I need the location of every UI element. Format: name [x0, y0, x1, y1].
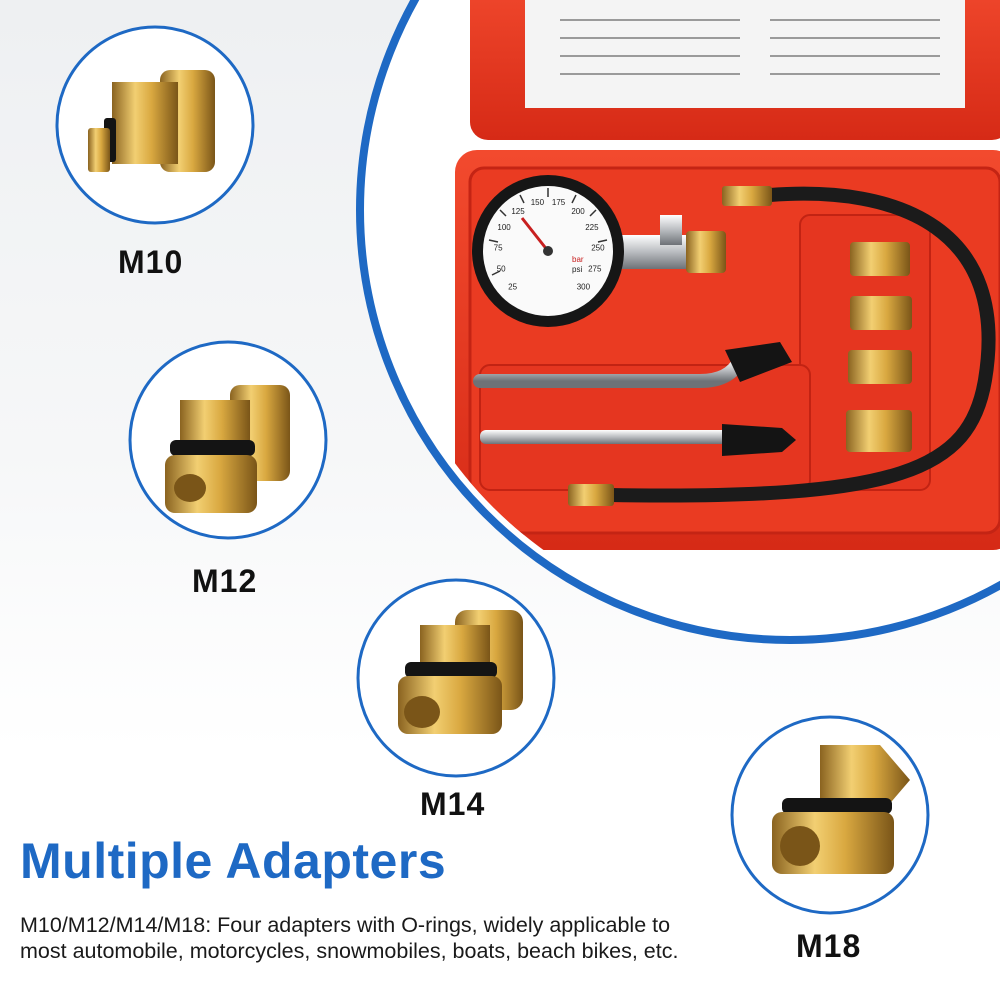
adapter-m14-label: M14 [420, 786, 486, 822]
gauge-tick-label: 250 [591, 243, 605, 252]
gauge-tick-label: 275 [588, 265, 602, 274]
gauge-tick-label: 300 [577, 282, 591, 291]
gauge-tick-label: 75 [494, 243, 503, 252]
gauge-tick-label: 225 [585, 223, 599, 232]
adapter-m14-photo [356, 578, 556, 778]
gauge-unit-label: psi [572, 265, 582, 274]
case-photo [356, 0, 1000, 644]
gauge-unit-label: bar [572, 255, 584, 264]
description-text: M10/M12/M14/M18: Four adapters with O-ri… [20, 913, 679, 963]
adapter-m12-photo [128, 340, 328, 540]
adapter-m12-label: M12 [192, 563, 258, 599]
page-title: Multiple Adapters [20, 833, 447, 889]
gauge-tick-label: 125 [511, 207, 525, 216]
adapters-in-case [846, 242, 912, 452]
adapter-m10-photo [55, 25, 255, 225]
gauge-tick-label: 150 [531, 198, 545, 207]
adapter-m18-label: M18 [796, 928, 862, 964]
gauge-tick-label: 200 [571, 207, 585, 216]
adapter-m10-label: M10 [118, 244, 184, 280]
gauge-tick-label: 100 [497, 223, 511, 232]
hose [603, 186, 996, 503]
gauge-tick-label: 175 [552, 198, 566, 207]
gauge-tick-label: 25 [508, 282, 517, 291]
gauge-tick-label: 50 [497, 265, 506, 274]
adapter-m18-photo [730, 715, 930, 915]
extension-rods [473, 342, 796, 456]
pressure-gauge [472, 175, 726, 327]
